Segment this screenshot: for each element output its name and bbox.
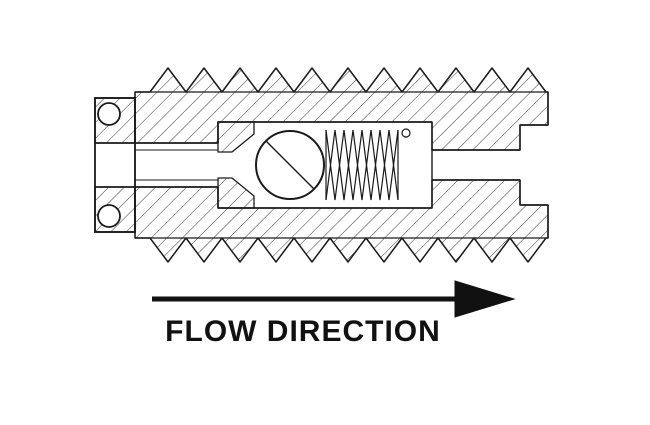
left-cap	[94, 97, 136, 233]
spring	[325, 128, 411, 201]
threaded-body	[134, 67, 549, 263]
check-ball	[255, 130, 325, 200]
flow-arrow	[152, 280, 516, 318]
inlet-bore	[95, 142, 218, 188]
o-ring-top-icon	[97, 102, 121, 126]
ball-section-line	[265, 140, 315, 190]
arrowhead-icon	[454, 280, 516, 318]
valve-seat	[217, 121, 255, 209]
outlet-bore	[432, 92, 549, 238]
flow-direction-label: FLOW DIRECTION	[165, 315, 441, 348]
body-top-wall	[134, 67, 549, 151]
body-bottom-wall	[134, 179, 549, 263]
o-ring-bottom-icon	[97, 204, 121, 228]
spring-wire-section-icon	[401, 128, 411, 138]
